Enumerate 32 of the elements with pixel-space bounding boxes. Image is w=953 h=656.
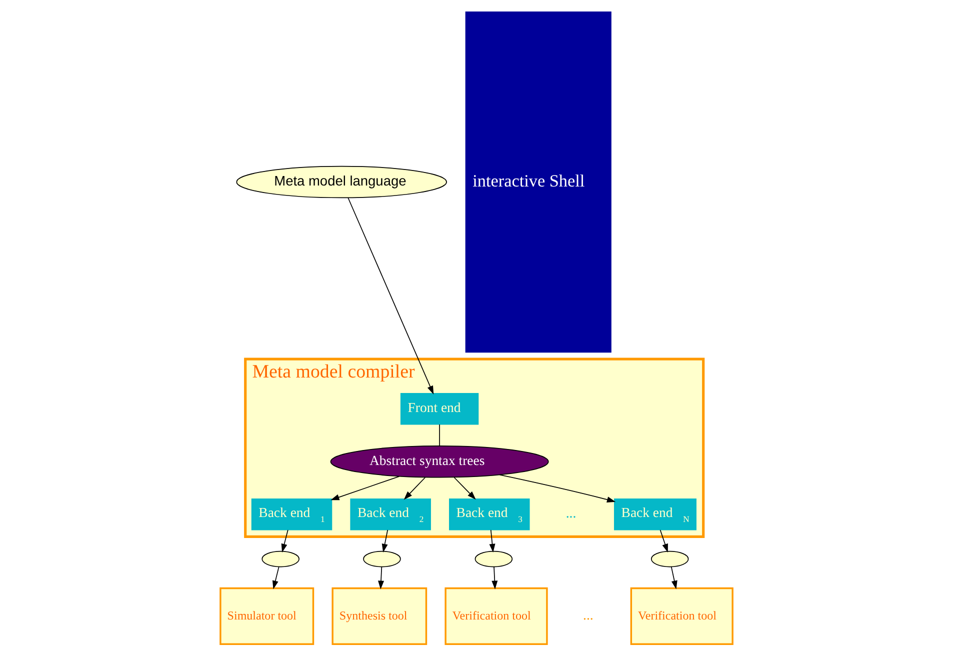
node-ellipse: Meta model language: [236, 166, 447, 198]
node-circle: [262, 550, 300, 568]
node-circle: [650, 550, 689, 568]
arrow: [492, 566, 498, 590]
node-box: Verification tool: [444, 587, 548, 645]
arrow: [281, 530, 288, 552]
arrow: [330, 476, 400, 500]
label: ...: [583, 607, 594, 622]
connector: [439, 424, 440, 446]
node-circle: [363, 550, 401, 568]
node-circle: [474, 550, 513, 568]
node-box: Front end: [400, 392, 479, 425]
arrow: [404, 477, 426, 500]
arrow: [499, 474, 616, 502]
arrow: [670, 566, 678, 590]
arrow: [454, 477, 476, 500]
arrow: [272, 566, 280, 590]
node-box: Back end$_{3}$: [449, 498, 530, 530]
node-box: Synthesis tool: [332, 587, 428, 645]
arrow: [348, 198, 434, 394]
arrow: [378, 566, 384, 590]
arrow: [489, 530, 496, 552]
node-box: Verification tool: [630, 587, 734, 645]
arrow: [660, 530, 668, 552]
node-box: Back end$_{1}$: [251, 498, 332, 530]
arrow: [382, 530, 388, 552]
label: ...: [566, 506, 576, 521]
node-ellipse: Abstract syntax trees: [330, 446, 549, 478]
node-box: Simulator tool: [220, 587, 314, 645]
node-box: Back end$_{2}$: [350, 498, 431, 530]
node-box: Back end$_{N}$: [614, 498, 696, 530]
node-box: interactive Shell: [465, 11, 612, 353]
